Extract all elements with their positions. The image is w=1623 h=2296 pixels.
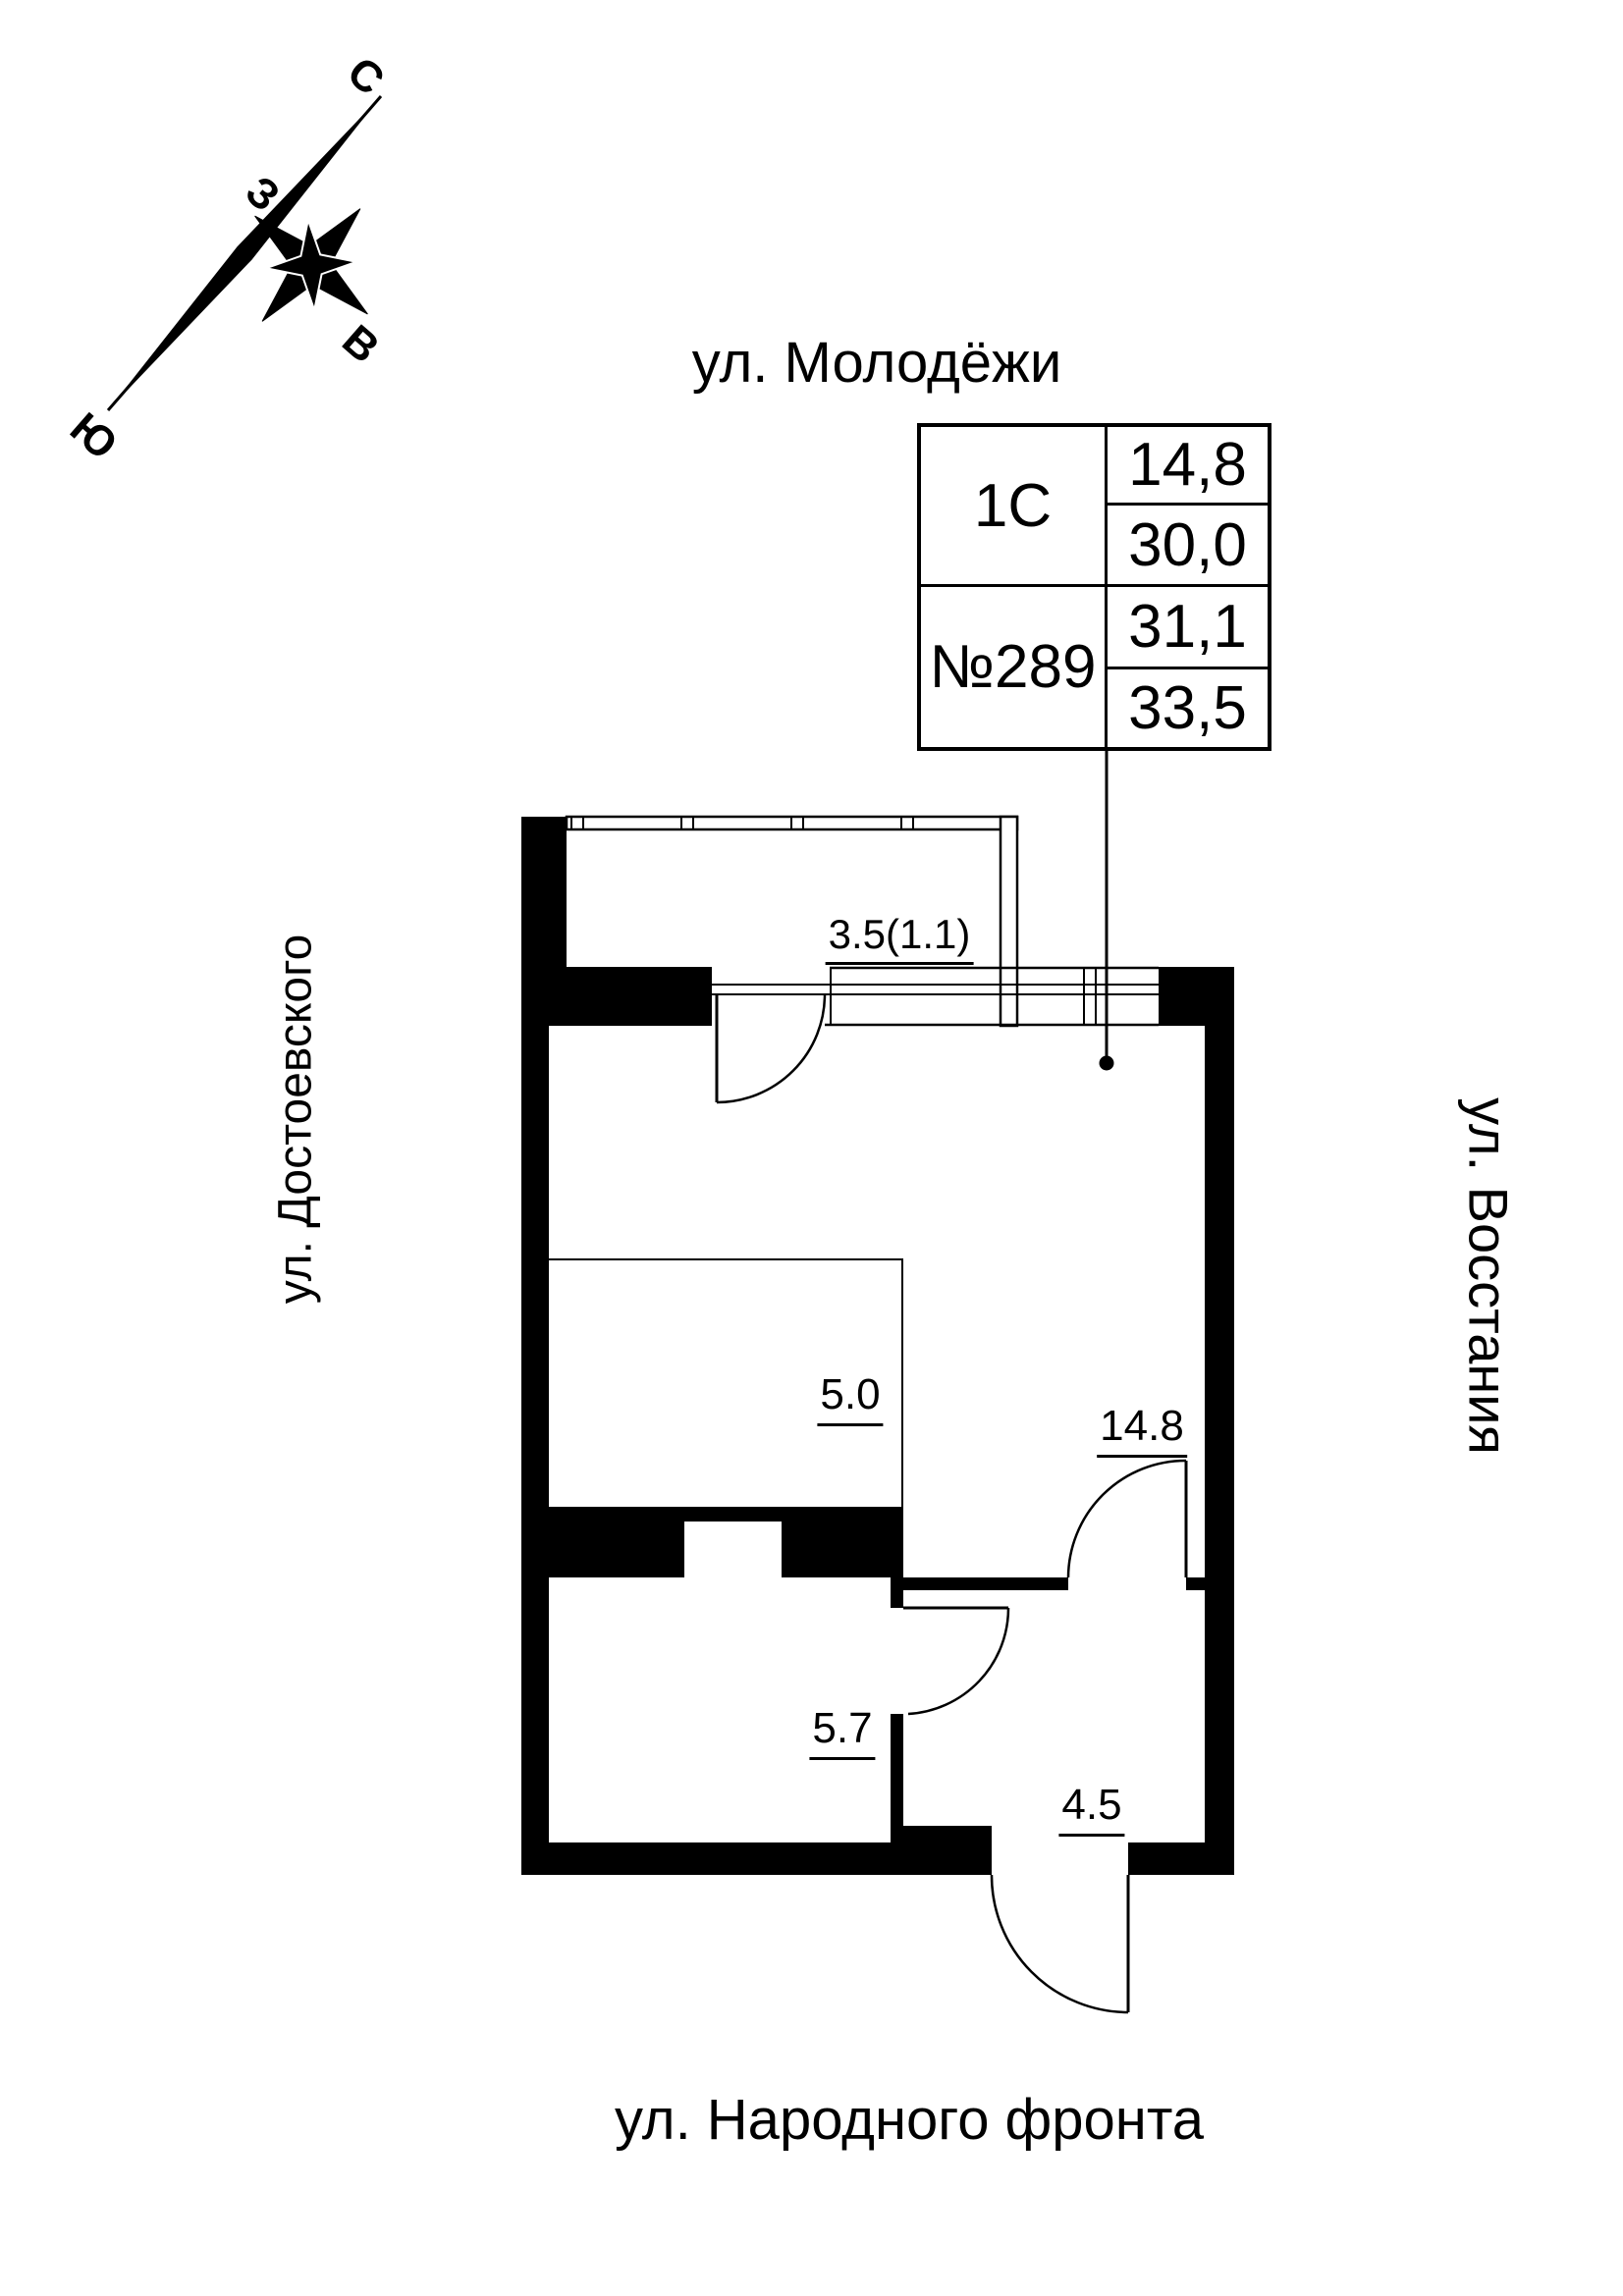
area-value-1: 14,8: [1108, 427, 1268, 506]
leader-line: [1099, 751, 1114, 1071]
room-label-bathroom: 5.7: [809, 1704, 876, 1760]
kitchen-niche-outline: [549, 1258, 903, 1507]
area-value-3: 31,1: [1108, 587, 1268, 669]
street-label-left: ул. Достоевского: [269, 934, 322, 1305]
room-door: [1066, 1459, 1188, 1578]
area-value-4: 33,5: [1128, 674, 1247, 742]
apartment-info-table: 1С №289 14,8 30,0 31,1 33,5: [917, 423, 1271, 751]
glazing-mullions: [570, 817, 914, 829]
area-value-2: 30,0: [1108, 506, 1268, 587]
entrance-door: [990, 1874, 1130, 2014]
bathroom-door: [903, 1606, 1010, 1716]
walls: [521, 817, 1234, 1875]
balcony-door: [715, 993, 827, 1104]
door-swings: [715, 993, 1188, 2014]
compass-rose-icon: [106, 95, 383, 411]
compass-star-secondary: [262, 216, 360, 314]
street-label-bottom: ул. Народного фронта: [615, 2088, 1204, 2152]
street-label-top: ул. Молодёжи: [691, 331, 1062, 395]
room-label-balcony: 3.5(1.1): [825, 911, 974, 965]
room-label-kitchen: 5.0: [817, 1370, 884, 1426]
room-label-hall: 4.5: [1058, 1781, 1125, 1837]
apartment-number: №289: [921, 587, 1108, 747]
windows: [712, 966, 1159, 1027]
street-label-right: ул. Восстания: [1457, 1097, 1520, 1455]
room-label-room: 14.8: [1097, 1402, 1187, 1458]
apartment-type: 1С: [921, 427, 1108, 587]
balcony-glazing: [565, 815, 1019, 1028]
